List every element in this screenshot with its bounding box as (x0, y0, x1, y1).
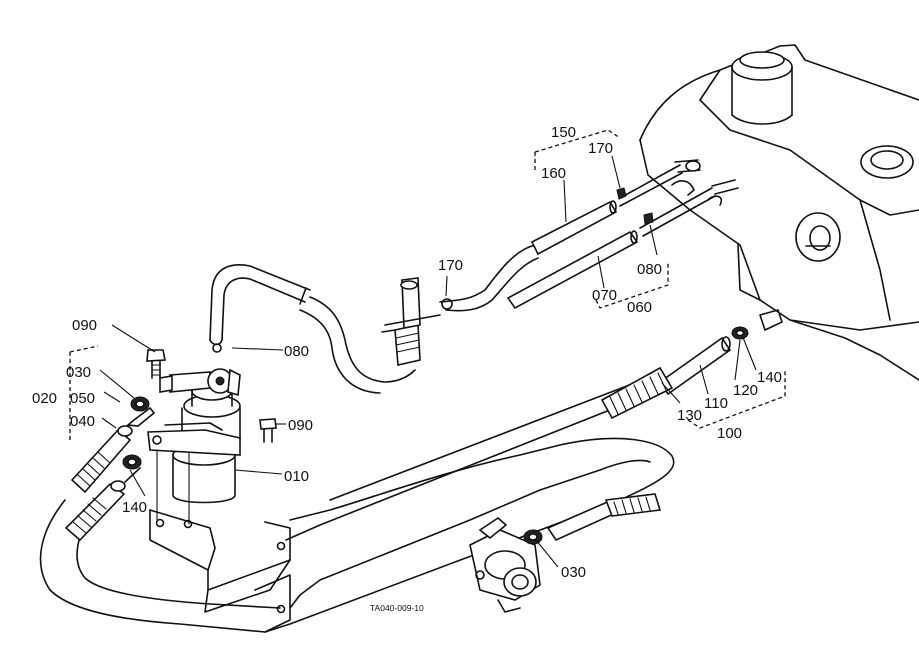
engine-block (639, 44, 919, 381)
clamp-030-lower (523, 529, 543, 545)
pipe-160 (530, 164, 683, 256)
return-hose (209, 264, 311, 353)
group-bracket-150 (534, 129, 621, 172)
clip-170-upper (616, 187, 627, 200)
fuel-filter (147, 368, 241, 525)
injector-fitting (381, 277, 441, 366)
label-060: 060 (627, 299, 652, 316)
label-150: 150 (551, 124, 576, 141)
group-bracket-060 (595, 262, 669, 309)
hose-040 (70, 406, 156, 494)
bolt-090-upper (146, 349, 166, 379)
fuel-pump (469, 516, 541, 613)
clamp-140-left (122, 454, 142, 470)
label-020: 020 (32, 390, 57, 407)
label-140-left: 140 (122, 499, 147, 516)
label-050: 050 (70, 390, 95, 407)
label-170-lower: 170 (438, 257, 463, 274)
label-090-right: 090 (288, 417, 313, 434)
label-070: 070 (592, 287, 617, 304)
bolt-090-right (259, 418, 277, 443)
label-100: 100 (717, 425, 742, 442)
filter-bracket (149, 509, 291, 633)
label-140-right: 140 (757, 369, 782, 386)
label-080-upper: 080 (284, 343, 309, 360)
label-130: 130 (677, 407, 702, 424)
label-030-lower: 030 (561, 564, 586, 581)
label-120: 120 (733, 382, 758, 399)
group-bracket-100 (687, 370, 786, 429)
drawing-code: TA040-009-10 (370, 603, 424, 613)
label-080-right: 080 (637, 261, 662, 278)
leader-lines (99, 155, 757, 568)
label-010: 010 (284, 468, 309, 485)
clamp-120 (731, 326, 749, 340)
label-110: 110 (704, 395, 728, 412)
label-030-left: 030 (66, 364, 91, 381)
hose-lower (546, 493, 662, 542)
leak-off-pipe (439, 244, 539, 312)
label-160: 160 (541, 165, 566, 182)
clip-080-right (643, 212, 654, 225)
hose-050 (64, 467, 141, 542)
hose-130 (600, 366, 674, 420)
label-040: 040 (70, 413, 95, 430)
label-090-upper: 090 (72, 317, 97, 334)
clamp-030-left (130, 396, 150, 412)
part-labels: 090 080 030 020 050 040 140 010 090 170 … (32, 124, 782, 613)
group-bracket-020 (69, 345, 99, 440)
label-170-upper: 170 (588, 140, 613, 157)
